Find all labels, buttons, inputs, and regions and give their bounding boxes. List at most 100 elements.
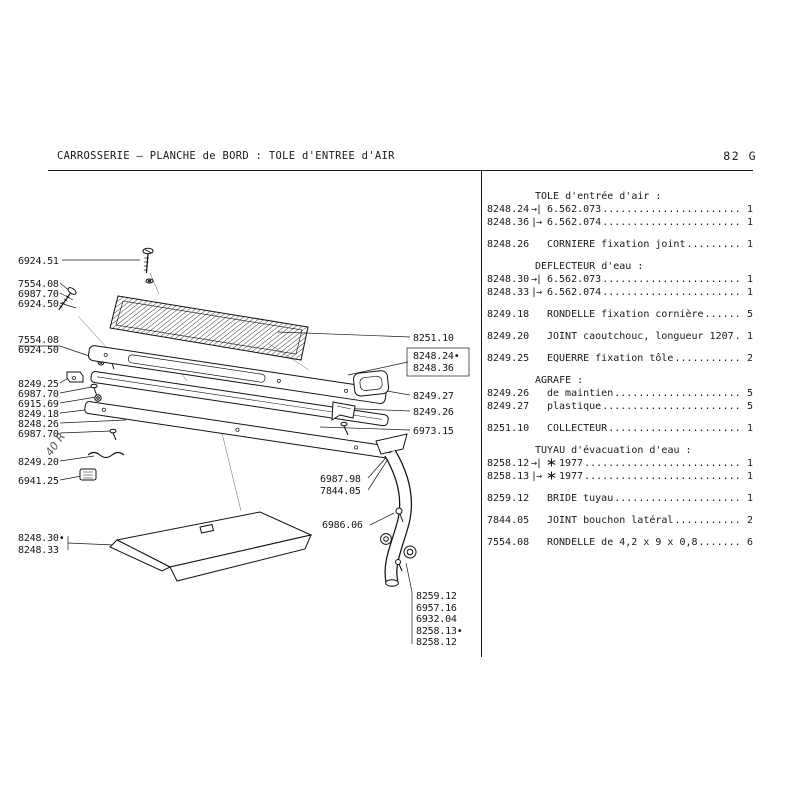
part-number: 8248.24 — [487, 204, 530, 215]
part-number: 8249.26 — [487, 388, 530, 399]
parts-row: 8258.12 →| 1977 1 — [487, 457, 753, 470]
part-number: 8248.30 — [487, 274, 530, 285]
callout-label: 8258.13• — [416, 626, 463, 637]
section-header: DEFLECTEUR d'eau : — [535, 261, 644, 272]
bolt-icon — [395, 507, 404, 523]
part-quantity: 1 — [746, 471, 753, 482]
air-intake-panel — [87, 345, 387, 404]
part-number: 8249.18 — [487, 309, 530, 320]
part-description: 6.562.074 — [547, 217, 602, 228]
leader-lines — [18, 259, 470, 644]
page-title: CARROSSERIE – PLANCHE de BORD : TOLE d'E… — [57, 150, 395, 162]
range-arrow-icon: |→ — [531, 471, 542, 482]
callout-label: 8251.10 — [413, 333, 454, 344]
leader-dots — [614, 387, 740, 400]
callout-label: 8249.25 — [18, 379, 59, 390]
callout-label: 8248.30• — [18, 533, 65, 544]
part-number: 8248.33 — [487, 287, 530, 298]
callout-label: 6973.15 — [413, 426, 454, 437]
washer-icon — [403, 545, 417, 559]
part-description: COLLECTEUR — [547, 423, 608, 434]
section-header: TUYAU d'évacuation d'eau : — [535, 445, 692, 456]
part-number: 8249.27 — [487, 401, 530, 412]
part-description: 6.562.073 — [547, 204, 602, 215]
part-number: 7844.05 — [487, 515, 530, 526]
part-description: 1977 — [559, 458, 584, 469]
callout-label: 6957.16 — [416, 603, 457, 614]
drain-tube — [375, 433, 413, 587]
part-quantity: 1 — [746, 493, 753, 504]
parts-section: TUYAU d'évacuation d'eau : 8258.12 →| 19… — [487, 444, 753, 483]
joint-angle-strip — [90, 371, 389, 427]
part-description: 6.562.073 — [547, 274, 602, 285]
clip-icon — [79, 468, 97, 481]
callout-label: 8248.33 — [18, 545, 59, 556]
part-description: BRIDE tuyau — [547, 493, 614, 504]
callout-label: 8258.12 — [416, 637, 457, 648]
part-description: EQUERRE fixation tôle — [547, 353, 674, 364]
parts-row: 8248.26 CORNIERE fixation joint 1 — [487, 238, 753, 251]
callout-label: 6986.06 — [322, 520, 363, 531]
screw-icon — [142, 247, 154, 274]
callout-label: 6987.98 — [320, 474, 361, 485]
parts-row: 8249.18 RONDELLE fixation cornière 5 — [487, 308, 753, 321]
callout-label: 8249.26 — [413, 407, 454, 418]
parts-section: 8249.25 EQUERRE fixation tôle 2 — [487, 352, 753, 365]
leader-dots — [674, 352, 740, 365]
part-number: 8249.25 — [487, 353, 530, 364]
callout-label: 6941.25 — [18, 476, 59, 487]
section-header: AGRAFE : — [535, 375, 584, 386]
leader-dots — [584, 457, 740, 470]
header-divider — [48, 170, 753, 171]
parts-section: DEFLECTEUR d'eau : 8248.30 →| 6.562.073 … — [487, 260, 753, 299]
part-number: 8248.26 — [487, 239, 530, 250]
range-arrow-icon: →| — [531, 458, 542, 469]
callout-label: 6987.70 — [18, 389, 59, 400]
callout-label: 6924.50 — [18, 345, 59, 356]
part-quantity: 2 — [746, 353, 753, 364]
leader-dots — [602, 203, 740, 216]
parts-section: AGRAFE : 8249.26 de maintien 5 8249.27 p… — [487, 374, 753, 413]
part-quantity: 1 — [746, 217, 753, 228]
parts-row: 8249.26 de maintien 5 — [487, 387, 753, 400]
part-description: CORNIERE fixation joint — [547, 239, 686, 250]
retaining-clip — [331, 401, 356, 421]
callout-label: 6987.70 — [18, 289, 59, 300]
exploded-parts-diagram: 6924.51 7554.08 6987.70 6924.50 7554.08 … — [18, 247, 470, 648]
leader-dots — [602, 273, 740, 286]
callout-label: 8248.36 — [413, 363, 454, 374]
part-quantity: 5 — [746, 309, 753, 320]
leader-dots — [699, 536, 740, 549]
parts-row: 8258.13 |→ 1977 1 — [487, 470, 753, 483]
parts-row: 7844.05 JOINT bouchon latéral 2 — [487, 514, 753, 527]
screw-icon — [109, 428, 117, 441]
part-number: 8259.12 — [487, 493, 530, 504]
part-quantity: 1 — [746, 239, 753, 250]
washer-icon — [145, 278, 154, 284]
part-quantity: 1 — [746, 458, 753, 469]
part-number: 8251.10 — [487, 423, 530, 434]
rubber-joint — [87, 451, 125, 459]
part-quantity: 1 — [746, 274, 753, 285]
range-arrow-icon: |→ — [531, 217, 542, 228]
leader-dots — [674, 514, 740, 527]
callout-label: 7554.08 — [18, 335, 59, 346]
leader-dots — [705, 308, 740, 321]
page-number: 82 G — [723, 149, 757, 163]
parts-row: 8249.25 EQUERRE fixation tôle 2 — [487, 352, 753, 365]
part-description: 6.562.074 — [547, 287, 602, 298]
callout-label: 6915.69 — [18, 399, 59, 410]
plastic-clip — [353, 370, 390, 397]
parts-row: 8248.36 |→ 6.562.074 1 — [487, 216, 753, 229]
parts-row: 8259.12 BRIDE tuyau 1 — [487, 492, 753, 505]
part-number: 8249.20 — [487, 331, 530, 342]
part-number: 7554.08 — [487, 537, 530, 548]
range-arrow-icon: →| — [531, 204, 542, 215]
range-arrow-icon: |→ — [531, 287, 542, 298]
screw-icon — [340, 421, 349, 436]
parts-row: 8249.20 JOINT caoutchouc, longueur 1207 … — [487, 330, 753, 343]
callout-label: 6932.04 — [416, 614, 457, 625]
parts-section: TOLE d'entrée d'air : 8248.24 →| 6.562.0… — [487, 190, 753, 229]
part-description: JOINT caoutchouc, longueur 1207 — [547, 331, 734, 342]
